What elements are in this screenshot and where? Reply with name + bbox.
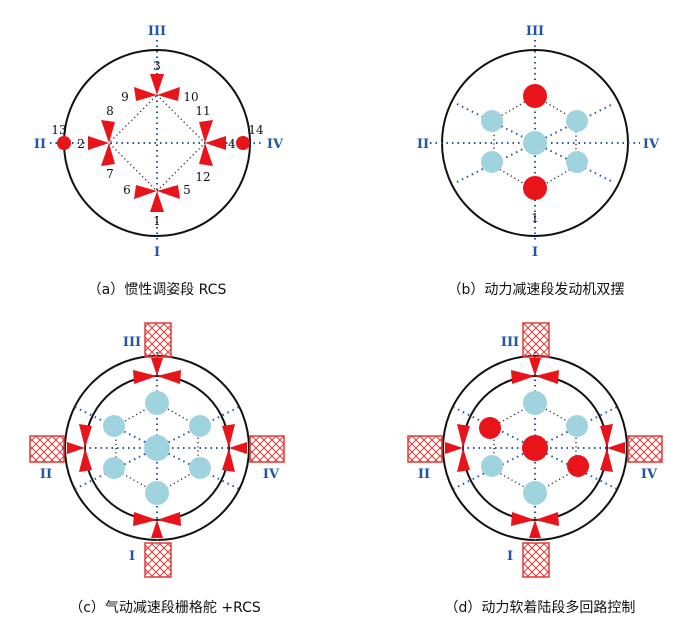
panel-b-engine-lower-right bbox=[566, 151, 588, 173]
panel-d-grid-fin-bottom bbox=[522, 542, 550, 578]
panel-c-rcs-bottom bbox=[133, 512, 181, 538]
panel-d-engine-upper-right bbox=[566, 415, 588, 437]
panel-a-num-3: 3 bbox=[153, 59, 161, 73]
panel-a-num-10: 10 bbox=[183, 90, 198, 104]
panel-c-engine-upper-right bbox=[189, 415, 211, 437]
panel-a-num-5: 5 bbox=[183, 183, 191, 197]
panel-a-thruster-top bbox=[134, 74, 180, 101]
panel-a-label-iv: IV bbox=[267, 137, 284, 152]
panel-c-engine-lower-left bbox=[103, 457, 125, 479]
caption-panel-a: （a）惯性调姿段 RCS bbox=[87, 282, 227, 298]
panel-c-grid-fin-left bbox=[29, 435, 65, 463]
panel-d-grid-fin-top bbox=[522, 322, 550, 358]
caption-panel-b: （b）动力减速段发动机双摆 bbox=[447, 282, 625, 298]
panel-b-engine-upper-right bbox=[566, 110, 588, 132]
caption-panel-c: （c）气动减速段栅格舵 +RCS bbox=[69, 600, 261, 616]
panel-c-grid-fin-right bbox=[249, 435, 285, 463]
panel-a-thruster-square bbox=[108, 94, 206, 192]
panel-d-label-ii: II bbox=[418, 467, 430, 482]
panel-c-engine-lower-right bbox=[189, 457, 211, 479]
panel-b-gimbal-engine-top bbox=[523, 84, 547, 108]
panel-a-label-i: I bbox=[154, 245, 160, 260]
panel-a-thruster-13 bbox=[57, 136, 71, 150]
panel-b-engine-upper-left bbox=[481, 110, 503, 132]
panel-b-label-iv: IV bbox=[643, 137, 660, 152]
panel-a-num-6: 6 bbox=[123, 183, 131, 197]
panel-a: 1 2 3 4 5 6 7 8 9 10 11 12 13 14 III II … bbox=[34, 24, 284, 260]
panel-d-engine-lower-left bbox=[481, 455, 503, 477]
panel-c-engine-bottom bbox=[145, 481, 169, 505]
panel-c-rcs-left bbox=[67, 424, 92, 472]
panel-a-num-2: 2 bbox=[77, 137, 85, 151]
panel-c-grid-fin-top bbox=[144, 322, 172, 358]
panel-d-engine-top bbox=[523, 391, 547, 415]
panel-a-num-1: 1 bbox=[153, 214, 161, 228]
panel-c-engine-center bbox=[144, 435, 170, 461]
panel-d-rcs-right bbox=[600, 424, 625, 472]
panel-d-grid-fin-left bbox=[407, 435, 443, 463]
panel-b-engine-lower-left bbox=[481, 151, 503, 173]
panel-d-label-iii: III bbox=[501, 335, 519, 350]
panel-a-thruster-bottom bbox=[134, 185, 180, 212]
panel-a-num-4: 4 bbox=[228, 137, 236, 151]
panel-c-engine-top bbox=[145, 391, 169, 415]
panel-b-label-ii: II bbox=[417, 137, 429, 152]
panel-a-thruster-right bbox=[199, 120, 226, 166]
panel-c: III II IV I bbox=[29, 322, 285, 578]
panel-c-engine-upper-left bbox=[103, 415, 125, 437]
panel-d-active-engine-lower-right bbox=[567, 455, 589, 477]
panel-c-grid-fin-bottom bbox=[144, 542, 172, 578]
panel-d-active-engine-center bbox=[522, 435, 548, 461]
panel-d-label-iv: IV bbox=[641, 467, 658, 482]
panel-a-thruster-14 bbox=[236, 136, 250, 150]
panel-a-label-iii: III bbox=[148, 24, 166, 39]
panel-d-engine-bottom bbox=[523, 481, 547, 505]
panel-b-gimbal-engine-bottom bbox=[523, 176, 547, 200]
panel-d-active-engine-upper-left bbox=[479, 417, 501, 439]
panel-c-rcs-top bbox=[133, 358, 181, 384]
panel-a-num-14: 14 bbox=[248, 123, 264, 137]
panel-d: III II IV I bbox=[407, 322, 663, 578]
panel-b-engine-center bbox=[523, 131, 547, 155]
panel-d-rcs-bottom bbox=[511, 512, 559, 538]
panel-d-grid-fin-right bbox=[627, 435, 663, 463]
panel-a-num-9: 9 bbox=[121, 90, 129, 104]
panel-b-center-mark: 1 bbox=[531, 211, 539, 225]
panel-a-label-ii: II bbox=[34, 137, 46, 152]
panel-d-label-i: I bbox=[507, 549, 513, 564]
panel-c-label-ii: II bbox=[40, 467, 52, 482]
panel-d-rcs-left bbox=[445, 424, 470, 472]
panel-a-num-8: 8 bbox=[106, 104, 114, 118]
panel-c-label-iii: III bbox=[123, 335, 141, 350]
panel-c-label-iv: IV bbox=[263, 467, 280, 482]
panel-c-rcs-right bbox=[222, 424, 247, 472]
panel-b-label-iii: III bbox=[526, 24, 544, 39]
panel-a-num-11: 11 bbox=[195, 104, 210, 118]
panel-a-num-13: 13 bbox=[51, 123, 66, 137]
panel-a-num-12: 12 bbox=[195, 170, 210, 184]
caption-panel-d: （d）动力软着陆段多回路控制 bbox=[444, 600, 636, 616]
panel-c-label-i: I bbox=[129, 549, 135, 564]
panel-b: 1 III II IV I bbox=[417, 24, 660, 260]
panel-d-rcs-top bbox=[511, 358, 559, 384]
panel-a-thruster-left bbox=[88, 120, 115, 166]
panel-b-label-i: I bbox=[532, 245, 538, 260]
panel-a-num-7: 7 bbox=[106, 167, 114, 181]
